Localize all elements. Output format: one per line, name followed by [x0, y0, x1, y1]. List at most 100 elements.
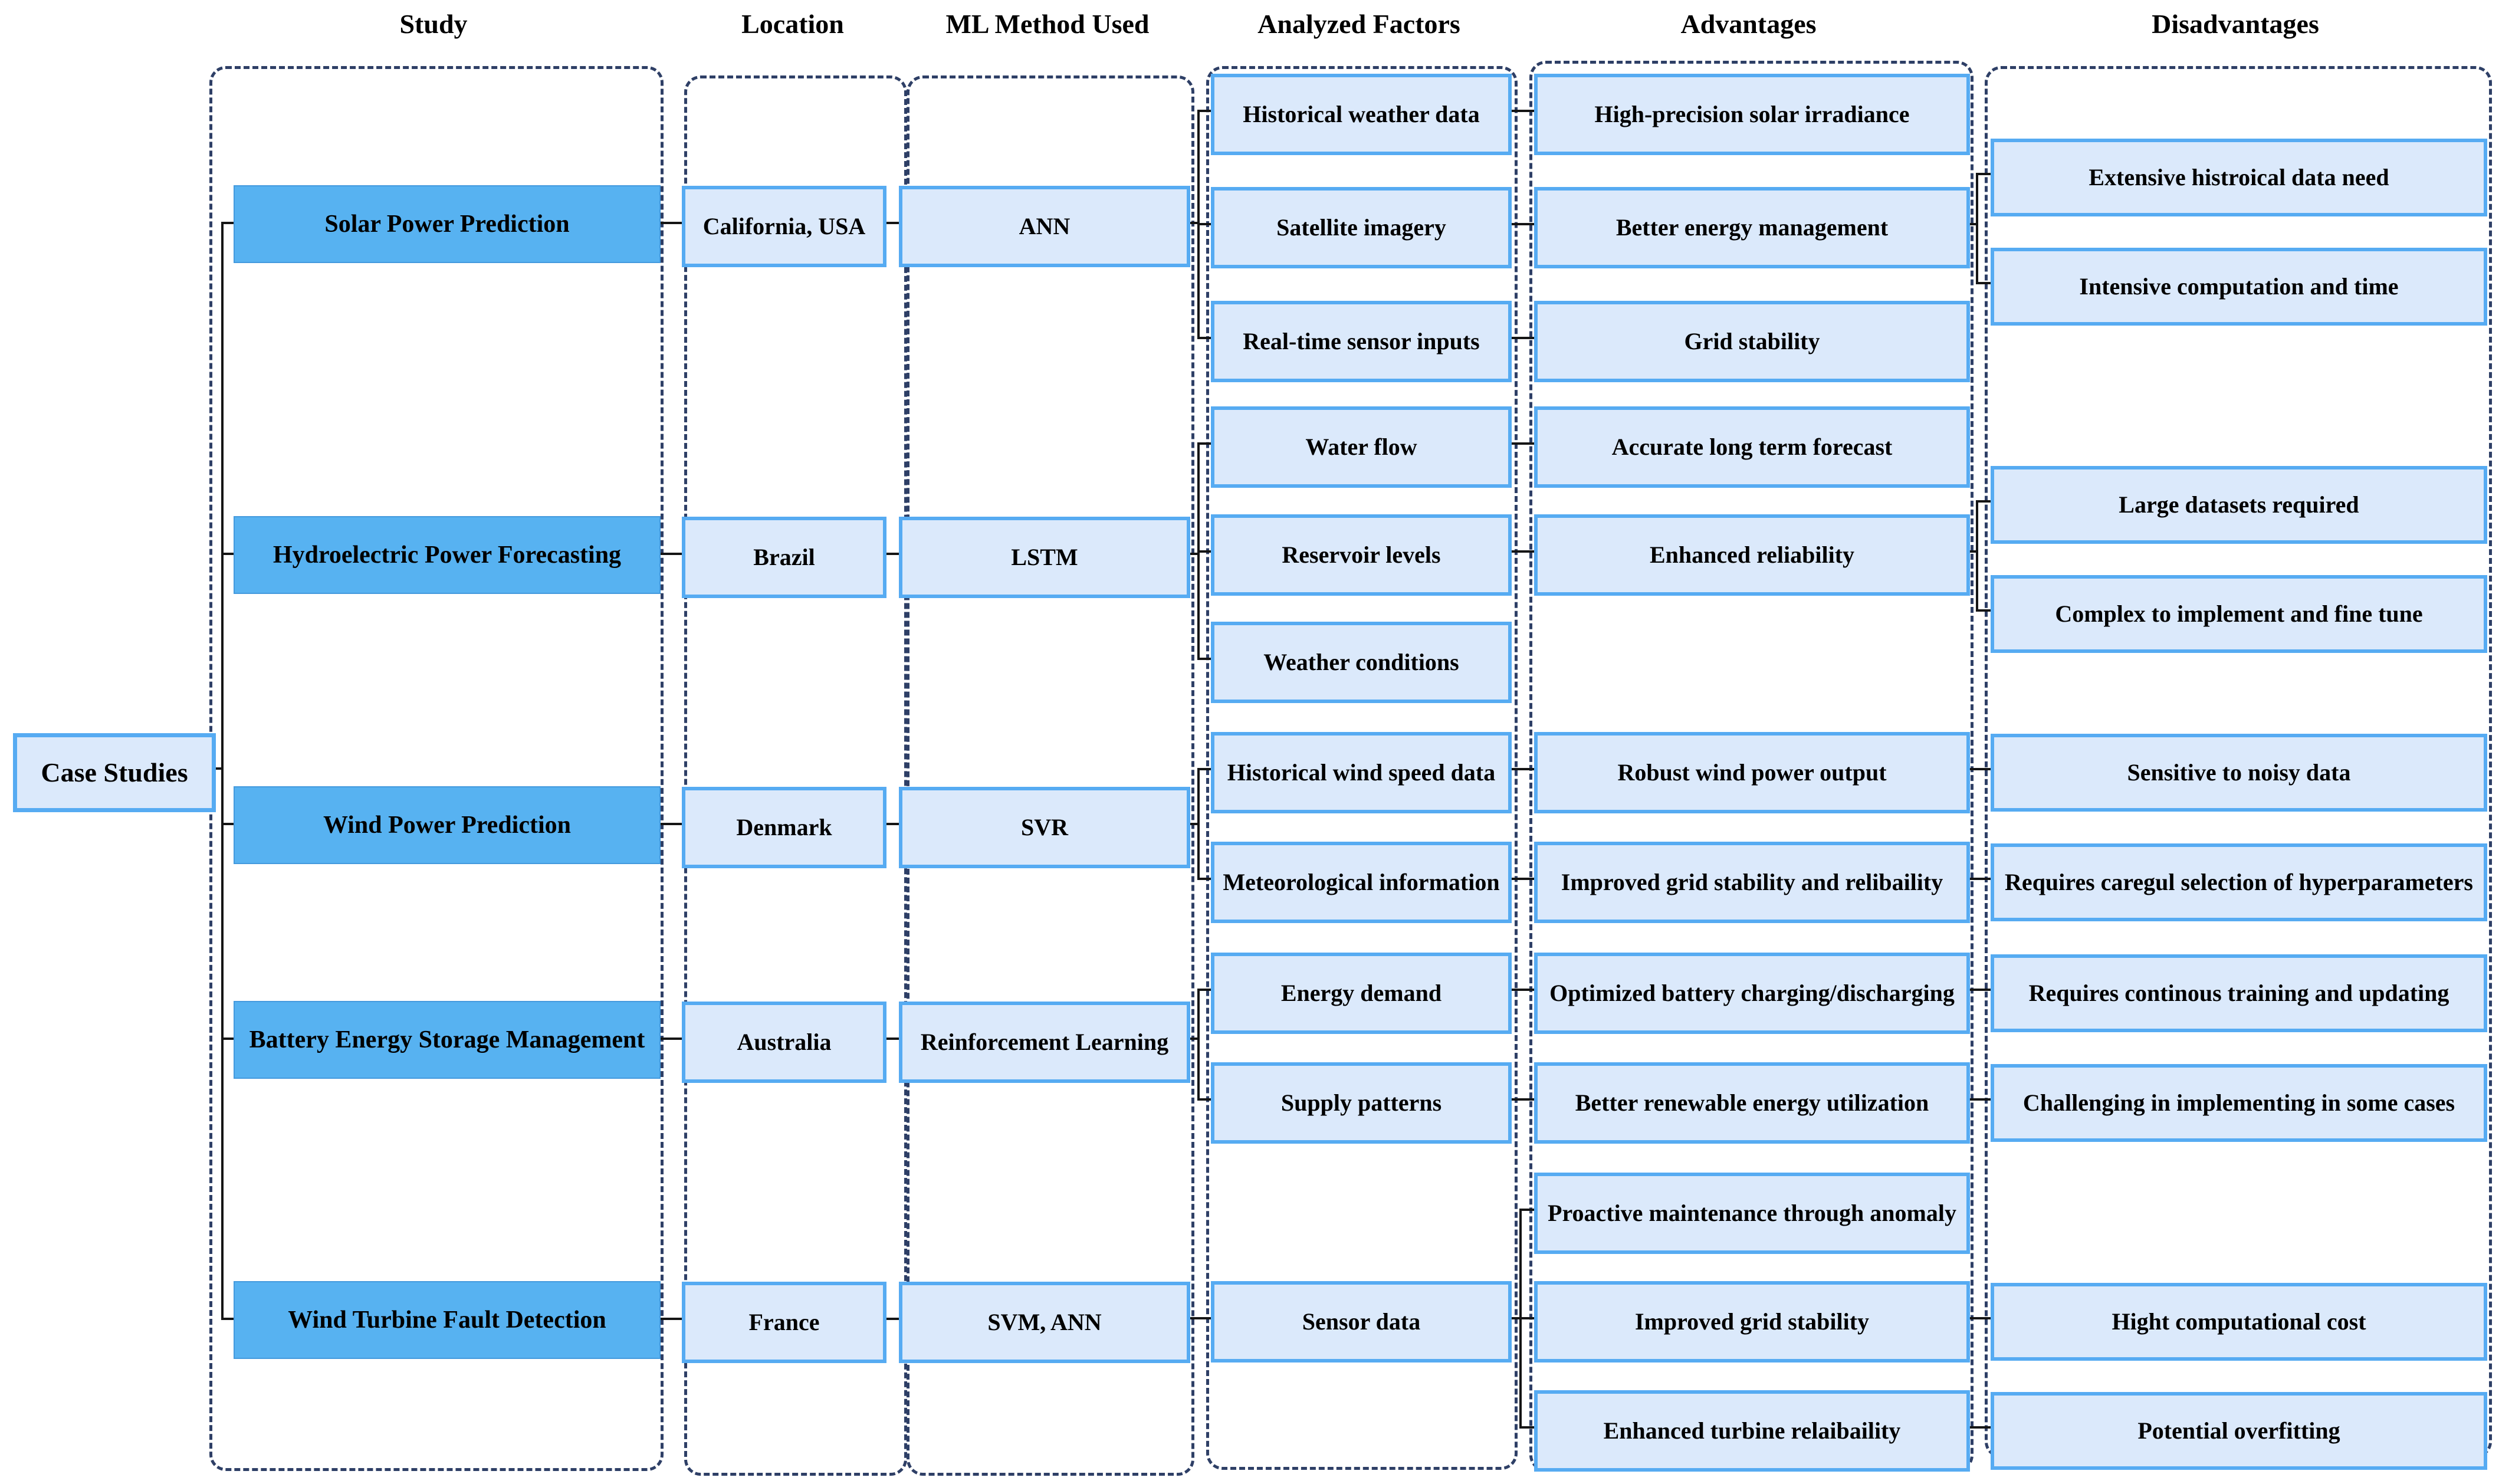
disadvantage-box: Extensive histroical data need: [1991, 139, 2487, 216]
connector-line: [1505, 337, 1534, 339]
disadvantage-box: Large datasets required: [1991, 466, 2487, 544]
connector-line: [1963, 878, 1991, 880]
connector-line: [1963, 550, 1978, 553]
column-header-location: Location: [741, 9, 844, 39]
disadvantage-box: Requires continous training and updating: [1991, 954, 2487, 1032]
connector-line: [1183, 1317, 1211, 1319]
connector-line: [1505, 442, 1534, 445]
connector-line: [221, 553, 234, 555]
connector-line: [1963, 1317, 1991, 1319]
connector-line: [1976, 501, 1978, 612]
connector-line: [1963, 768, 1991, 770]
study-box-solar: Solar Power Prediction: [234, 185, 661, 263]
connector-line: [1183, 222, 1200, 224]
connector-line: [1197, 989, 1211, 991]
connector-line: [1963, 989, 1991, 991]
advantage-box: Enhanced turbine relaibaility: [1534, 1390, 1970, 1472]
advantage-box: Optimized battery charging/discharging: [1534, 953, 1970, 1034]
factor-box: Historical weather data: [1211, 74, 1512, 155]
node-case-studies: Case Studies: [13, 733, 216, 812]
connector-line: [1976, 500, 1991, 503]
ml-method-box: SVR: [899, 787, 1190, 868]
advantage-box: Robust wind power output: [1534, 732, 1970, 813]
location-box: Australia: [682, 1002, 886, 1083]
connector-line: [1505, 110, 1534, 112]
study-box-turbine: Wind Turbine Fault Detection: [234, 1281, 661, 1359]
ml-method-box: SVM, ANN: [899, 1282, 1190, 1363]
disadvantage-box: Challenging in implementing in some case…: [1991, 1064, 2487, 1142]
connector-line: [1976, 173, 1991, 175]
connector-line: [1197, 768, 1211, 770]
column-header-advantages: Advantages: [1680, 9, 1817, 39]
location-box: Denmark: [682, 787, 886, 868]
connector-line: [1197, 442, 1211, 445]
column-frame-study: [209, 66, 664, 1471]
column-header-disadvantages: Disadvantages: [2152, 9, 2319, 39]
factor-box: Meteorological information: [1211, 842, 1512, 923]
connector-line: [1519, 1426, 1534, 1429]
connector-line: [1197, 110, 1211, 112]
connector-line: [1976, 282, 1991, 284]
connector-line: [221, 223, 224, 1319]
factor-box: Water flow: [1211, 406, 1512, 488]
connector-line: [879, 222, 899, 224]
connector-line: [1976, 609, 1991, 612]
factor-box: Supply patterns: [1211, 1062, 1512, 1144]
connector-line: [221, 1318, 234, 1320]
connector-line: [879, 553, 899, 555]
connector-line: [1976, 174, 1978, 284]
connector-line: [1505, 223, 1534, 225]
disadvantage-box: Complex to implement and fine tune: [1991, 575, 2487, 653]
location-box: France: [682, 1282, 886, 1363]
connector-line: [1519, 1209, 1534, 1211]
connector-line: [1505, 768, 1534, 770]
disadvantage-box: Requires caregul selection of hyperparam…: [1991, 843, 2487, 921]
connector-line: [1505, 1317, 1522, 1319]
connector-line: [1519, 1317, 1534, 1319]
connector-line: [1505, 878, 1534, 880]
connector-line: [658, 222, 682, 224]
connector-line: [1197, 878, 1211, 880]
connector-line: [1183, 1038, 1200, 1040]
connector-line: [221, 222, 234, 224]
ml-method-box: LSTM: [899, 517, 1190, 598]
connector-line: [658, 1318, 682, 1320]
connector-line: [1197, 990, 1200, 1099]
connector-line: [1197, 223, 1211, 225]
connector-line: [1963, 223, 1978, 225]
connector-line: [658, 553, 682, 555]
advantage-box: Grid stability: [1534, 301, 1970, 382]
advantage-box: Accurate long term forecast: [1534, 406, 1970, 488]
connector-line: [1505, 550, 1534, 553]
advantage-box: Better energy management: [1534, 187, 1970, 268]
connector-line: [1963, 1426, 1991, 1429]
study-box-hydro: Hydroelectric Power Forecasting: [234, 516, 661, 594]
connector-line: [1183, 553, 1200, 555]
advantage-box: High-precision solar irradiance: [1534, 74, 1970, 155]
connector-line: [1197, 550, 1211, 553]
disadvantage-box: Intensive computation and time: [1991, 248, 2487, 326]
connector-line: [221, 823, 234, 825]
location-box: Brazil: [682, 517, 886, 598]
connector-line: [1197, 337, 1211, 339]
advantage-box: Improved grid stability: [1534, 1281, 1970, 1362]
disadvantage-box: Sensitive to noisy data: [1991, 734, 2487, 812]
connector-line: [1197, 658, 1211, 660]
factor-box: Weather conditions: [1211, 622, 1512, 703]
column-header-study: Study: [399, 9, 468, 39]
connector-line: [658, 1038, 682, 1040]
advantage-box: Better renewable energy utilization: [1534, 1062, 1970, 1144]
connector-line: [1505, 1098, 1534, 1101]
advantage-box: Improved grid stability and relibaility: [1534, 842, 1970, 923]
location-box: California, USA: [682, 186, 886, 267]
disadvantage-box: Hight computational cost: [1991, 1283, 2487, 1361]
factor-box: Historical wind speed data: [1211, 732, 1512, 813]
ml-method-box: Reinforcement Learning: [899, 1002, 1190, 1083]
factor-box: Energy demand: [1211, 953, 1512, 1034]
connector-line: [879, 823, 899, 825]
column-frame-ml-method: [907, 75, 1194, 1476]
factor-box: Satellite imagery: [1211, 187, 1512, 268]
connector-line: [221, 1038, 234, 1040]
advantage-box: Enhanced reliability: [1534, 514, 1970, 596]
